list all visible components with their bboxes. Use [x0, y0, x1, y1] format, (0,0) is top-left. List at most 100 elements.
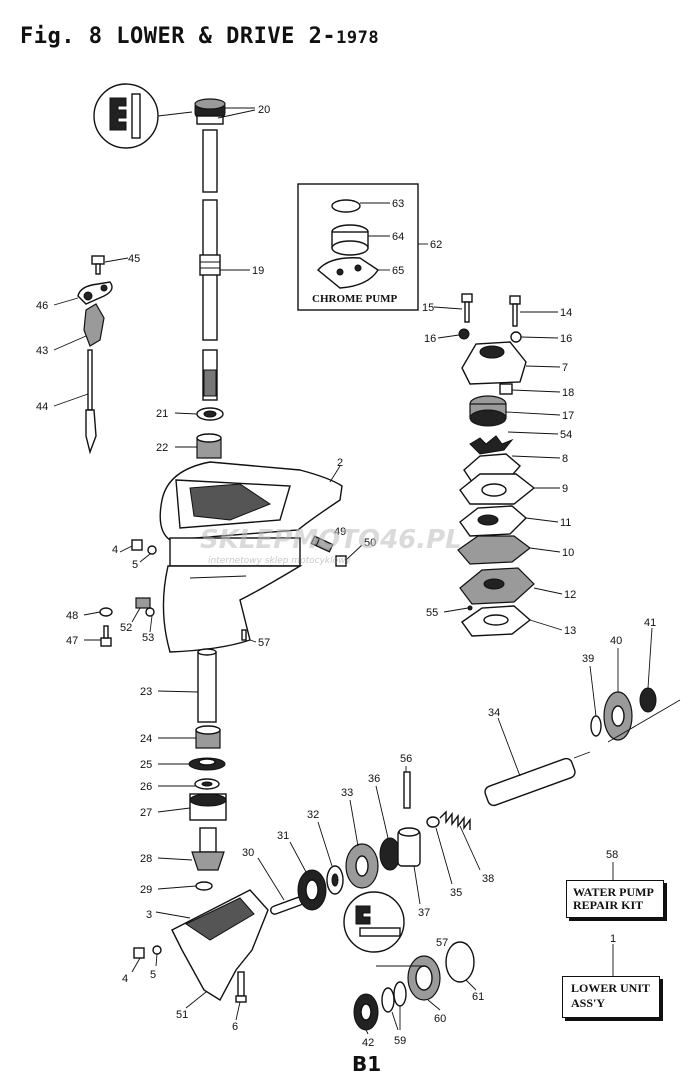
label-61: 61 [472, 991, 484, 1003]
label-44: 44 [36, 401, 48, 413]
label-53: 53 [142, 632, 154, 644]
washer-5-lower [152, 945, 162, 955]
pinion-28 [191, 827, 225, 871]
figure-title-main: Fig. 8 LOWER & DRIVE 2- [20, 24, 337, 49]
plate-63 [331, 199, 361, 213]
label-22: 22 [156, 442, 168, 454]
label-49: 49 [334, 526, 346, 538]
impeller-54 [469, 435, 514, 455]
label-20: 20 [258, 104, 270, 116]
label-58: 58 [606, 849, 618, 861]
shaft-bushing-20 [194, 98, 226, 125]
label-43: 43 [36, 345, 48, 357]
label-19: 19 [252, 265, 264, 277]
label-59: 59 [394, 1035, 406, 1047]
lower-unit-line1: LOWER UNIT [571, 981, 651, 995]
label-23: 23 [140, 686, 152, 698]
washer-16-left [458, 328, 470, 340]
shim-26 [194, 778, 220, 790]
label-25: 25 [140, 759, 152, 771]
label-64: 64 [392, 231, 404, 243]
nut-29 [195, 881, 213, 891]
washer-5-upper [147, 545, 157, 555]
label-6: 6 [232, 1021, 238, 1033]
pin-55 [467, 605, 473, 611]
circlip-detail-inset [93, 83, 193, 149]
label-38: 38 [482, 873, 494, 885]
o-ring-61 [445, 941, 475, 983]
label-60: 60 [434, 1013, 446, 1025]
leader-lines [53, 107, 653, 1035]
label-54: 54 [560, 429, 572, 441]
upper-casing-2 [159, 461, 343, 653]
propeller-shaft-34 [484, 751, 591, 807]
gasket-13 [461, 605, 532, 637]
washer-25 [188, 757, 226, 771]
label-32: 32 [307, 809, 319, 821]
bearing-41 [639, 687, 657, 713]
label-14: 14 [560, 307, 572, 319]
lower-casing-51 [171, 889, 269, 1001]
label-50: 50 [364, 537, 376, 549]
label-4-lower: 4 [122, 973, 128, 985]
label-26: 26 [140, 781, 152, 793]
circlip-detail-inset-lower [343, 891, 405, 953]
page-number: B1 [352, 1052, 382, 1076]
watermark: SKLEPMOTO46.PL internetowy sklep motocyk… [200, 525, 462, 566]
plate-65 [317, 257, 379, 289]
bearing-27 [189, 793, 227, 821]
plunger-35 [426, 816, 440, 828]
label-52: 52 [120, 622, 132, 634]
label-16-left: 16 [424, 333, 436, 345]
bolt-15 [461, 293, 473, 323]
pump-housing-7 [461, 341, 527, 385]
label-2: 2 [337, 457, 343, 469]
label-31: 31 [277, 830, 289, 842]
screw-50 [335, 555, 347, 567]
label-65: 65 [392, 265, 404, 277]
watermark-tagline: internetowy sklep motocyklowy [208, 556, 351, 566]
label-41: 41 [644, 617, 656, 629]
label-4-upper: 4 [112, 544, 118, 556]
label-5-lower: 5 [150, 969, 156, 981]
bolt-45 [91, 255, 105, 275]
label-11: 11 [560, 517, 571, 529]
label-30: 30 [242, 847, 254, 859]
plate-46 [77, 281, 113, 305]
shim-39 [590, 715, 602, 737]
label-46: 46 [36, 300, 48, 312]
label-40: 40 [610, 635, 622, 647]
label-62: 62 [430, 239, 442, 251]
washer-53 [145, 607, 155, 617]
bolt-14 [509, 295, 521, 327]
label-48: 48 [66, 610, 78, 622]
bearing-22 [196, 433, 222, 459]
label-56: 56 [400, 753, 412, 765]
label-12: 12 [564, 589, 576, 601]
label-1: 1 [610, 933, 616, 945]
lower-unit-box: LOWER UNIT ASS'Y [562, 976, 660, 1018]
figure-title: Fig. 8 LOWER & DRIVE 2-1978 [20, 24, 379, 49]
label-15: 15 [422, 302, 434, 314]
plate-11 [459, 505, 528, 537]
bolt-6 [235, 971, 247, 1003]
reverse-gear-40 [603, 691, 633, 741]
label-39: 39 [582, 653, 594, 665]
housing-60 [407, 955, 441, 1001]
label-55: 55 [426, 607, 438, 619]
bolt-47 [100, 625, 112, 647]
bearing-42 [353, 993, 379, 1031]
label-3-lower: 3 [146, 909, 152, 921]
shim-32 [326, 865, 344, 895]
label-24: 24 [140, 733, 152, 745]
chrome-pump-box [297, 183, 419, 311]
label-45: 45 [128, 253, 140, 265]
clutch-36 [379, 837, 401, 871]
label-8: 8 [562, 453, 568, 465]
figure-title-year: 1978 [336, 28, 380, 48]
tube-23 [197, 648, 217, 723]
label-5-upper: 5 [132, 559, 138, 571]
spring-38 [439, 810, 471, 831]
label-13: 13 [564, 625, 576, 637]
grease-nipple-49 [310, 535, 334, 553]
